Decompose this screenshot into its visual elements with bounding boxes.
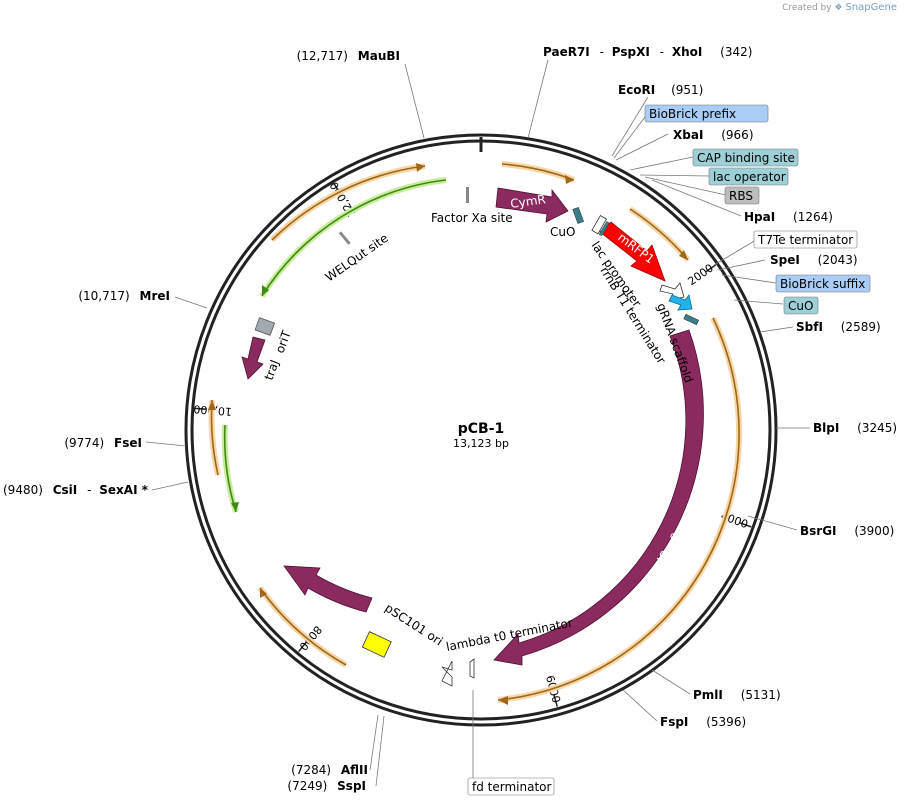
enzyme-bsrgi: BsrGI (3900): [800, 524, 894, 538]
factor-xa-label: Factor Xa site: [431, 211, 513, 225]
enzyme-paer7i-pspxi-xhoi: PaeR7I - PspXI - XhoI (342): [543, 45, 752, 59]
scale-tick-label: 2000: [686, 261, 716, 288]
rep101-arrow: [283, 565, 373, 613]
cymr-label: CymR: [509, 192, 546, 211]
backbone-outer-circle: [184, 133, 778, 727]
enzyme-spei: SpeI (2043): [770, 253, 858, 267]
enzyme-xbai: XbaI (966): [673, 128, 754, 142]
orange-arrowhead: [260, 588, 267, 598]
lac-operator-text: lac operator: [713, 170, 786, 184]
orit-label: oriT: [273, 328, 294, 355]
psc101-label: pSC101 ori: [382, 601, 445, 649]
enzyme-sbfi: SbfI (2589): [796, 320, 881, 334]
scale-tick: [705, 264, 717, 273]
enzyme-csii-sexai: (9480) CsiI - SexAI *: [3, 483, 149, 497]
lambda-t0-terminator-arrow: [441, 660, 453, 687]
plasmid-length: 13,123 bp: [453, 437, 509, 450]
green-track-upper: [259, 177, 447, 298]
t7te-box: [753, 230, 858, 249]
orange-arrowhead: [208, 400, 216, 410]
enzyme-pmli: PmlI (5131): [693, 688, 781, 702]
cuo-box: [783, 296, 819, 315]
cap-binding-box: [692, 148, 799, 167]
orange-track-top: [501, 161, 576, 183]
credit-brand: SnapGene: [845, 2, 897, 13]
green-arrowhead: [262, 285, 269, 296]
welqut-mark: [338, 231, 351, 245]
biobrick-prefix-text: BioBrick prefix: [649, 107, 736, 121]
enzyme-fsei: (9774) FseI: [64, 436, 142, 450]
enzyme-ecori: EcoRI (951): [618, 83, 703, 97]
scale-tick: [194, 407, 207, 410]
enzyme-blpi: BlpI (3245): [813, 421, 897, 435]
fd-terminator-text: fd terminator: [472, 780, 551, 794]
biobrick-suffix-text: BioBrick suffix: [780, 277, 865, 291]
grna-scaffold-arrow: [668, 294, 693, 311]
orange-arrowhead: [498, 696, 508, 705]
snapgene-logo-icon: ❖: [834, 3, 843, 13]
scale-tick: [739, 522, 752, 528]
lac-operator-mark: [598, 221, 610, 237]
orange-arrowhead: [565, 175, 574, 184]
enzyme-leader-lines: [145, 59, 810, 787]
factor-xa-mark: [466, 187, 469, 203]
green-arrowhead: [231, 502, 239, 512]
enzyme-mrei: (10,717) MreI: [78, 289, 170, 303]
cymr-arrow: [495, 187, 569, 223]
biobrick-suffix-box: [775, 274, 871, 293]
orange-arrowhead: [416, 163, 425, 172]
fd-terminator-box: [467, 777, 555, 796]
rbs-box: [724, 186, 760, 205]
psc101-ori-block: [361, 631, 392, 658]
traj-arrow: [241, 336, 266, 380]
snapgene-credit: Created by ❖ SnapGene: [782, 2, 897, 13]
cuo-inner-label: CuO: [550, 225, 575, 239]
biobrick-prefix-box: [644, 104, 769, 123]
rbs-text: RBS: [729, 189, 753, 203]
fd-terminator-arrow: [469, 658, 475, 679]
cuo-mark: [572, 207, 584, 224]
scale-tick: [298, 641, 307, 653]
orange-arrowhead: [679, 250, 688, 260]
scale-tick: [553, 694, 558, 707]
cuo-mark-2: [683, 313, 700, 326]
orit-block: [254, 317, 276, 336]
enzyme-hpai: HpaI (1264): [744, 210, 833, 224]
enzyme-fspi: FspI (5396): [660, 715, 746, 729]
welqut-label: WELQut site: [323, 231, 391, 285]
cuo-text: CuO: [788, 299, 813, 313]
boxed-labels: BioBrick prefix CAP binding site lac ope…: [467, 104, 871, 796]
lac-promoter-mark: [591, 215, 608, 235]
plasmid-name: pCB-1: [458, 421, 505, 437]
mrfp1-arrow: [599, 221, 666, 282]
t7te-text: T7Te terminator: [757, 233, 853, 247]
dcas9-split-mark: [645, 588, 662, 601]
dcas9-arrow: [493, 329, 704, 666]
cap-binding-text: CAP binding site: [697, 151, 795, 165]
traj-label: traJ: [262, 358, 282, 382]
lac-operator-box: [708, 167, 789, 186]
credit-text: Created by: [782, 3, 832, 13]
enzyme-aflii: (7284) AflII: [291, 763, 368, 777]
enzyme-mauBI: (12,717) MauBI: [297, 49, 400, 63]
enzyme-sspi: (7249) SspI: [287, 779, 366, 793]
